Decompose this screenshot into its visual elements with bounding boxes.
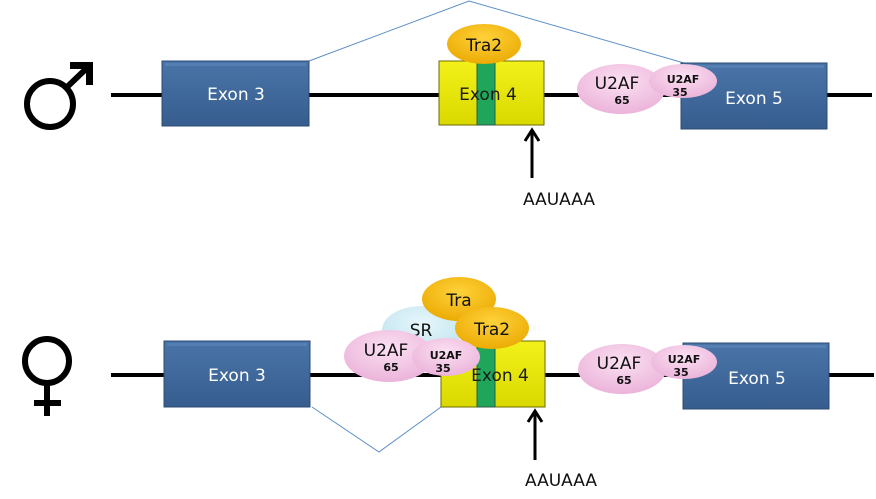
u2af65-right-label: U2AF xyxy=(597,354,642,374)
u2af35-left-label: U2AF xyxy=(430,349,463,362)
polyA-signal-label: AAUAAA xyxy=(523,190,595,210)
u2af35-right-label: U2AF xyxy=(668,353,701,366)
exon-3-box: Exon 3 xyxy=(161,60,310,127)
tra2-label: Tra2 xyxy=(473,320,510,340)
u2af35-protein-left: U2AF 35 xyxy=(412,338,480,376)
u2af65-left-label: U2AF xyxy=(364,341,409,361)
exon-5-label: Exon 5 xyxy=(725,89,783,109)
u2af35-protein: U2AF 35 xyxy=(649,64,717,99)
female-panel: Exon 3 Exon 4 SR Tra Tra2 U2AF 65 xyxy=(22,277,874,491)
tra2-protein: Tra2 xyxy=(455,307,529,349)
exon-4-label: Exon 4 xyxy=(471,366,529,386)
u2af65-left-number: 65 xyxy=(383,361,398,374)
polyA-arrow-icon xyxy=(523,127,541,178)
u2af65-protein-left: U2AF 65 xyxy=(344,330,434,382)
exon-3-box: Exon 3 xyxy=(163,340,311,408)
u2af65-right-number: 65 xyxy=(616,374,631,387)
splice-junction-line xyxy=(311,406,442,453)
u2af35-right-number: 35 xyxy=(673,366,688,379)
exon-4-label: Exon 4 xyxy=(459,85,517,105)
male-symbol-icon xyxy=(24,62,93,130)
male-panel: Exon 3 Exon 4 Tra2 Exon 5 U2AF 65 U xyxy=(24,0,872,210)
female-symbol-icon xyxy=(22,336,72,416)
u2af35-number: 35 xyxy=(672,86,687,99)
polyA-arrow-icon xyxy=(526,408,544,460)
u2af65-protein: U2AF 65 xyxy=(577,64,665,114)
u2af35-label: U2AF xyxy=(667,73,700,86)
u2af35-protein-right: U2AF 35 xyxy=(651,345,717,379)
exon-3-label: Exon 3 xyxy=(208,366,266,386)
tra2-protein: Tra2 xyxy=(447,24,521,64)
polyA-signal-label: AAUAAA xyxy=(525,471,597,491)
u2af35-left-number: 35 xyxy=(435,362,450,375)
splice-junction-line xyxy=(308,0,685,64)
u2af65-number: 65 xyxy=(614,94,629,107)
tra2-label: Tra2 xyxy=(465,36,502,56)
tra-label: Tra xyxy=(445,291,471,311)
exon-3-label: Exon 3 xyxy=(207,85,265,105)
u2af65-protein-right: U2AF 65 xyxy=(578,344,666,394)
exon-4-box: Exon 4 xyxy=(438,60,545,126)
u2af65-label: U2AF xyxy=(595,74,640,94)
exon-5-label: Exon 5 xyxy=(728,369,786,389)
